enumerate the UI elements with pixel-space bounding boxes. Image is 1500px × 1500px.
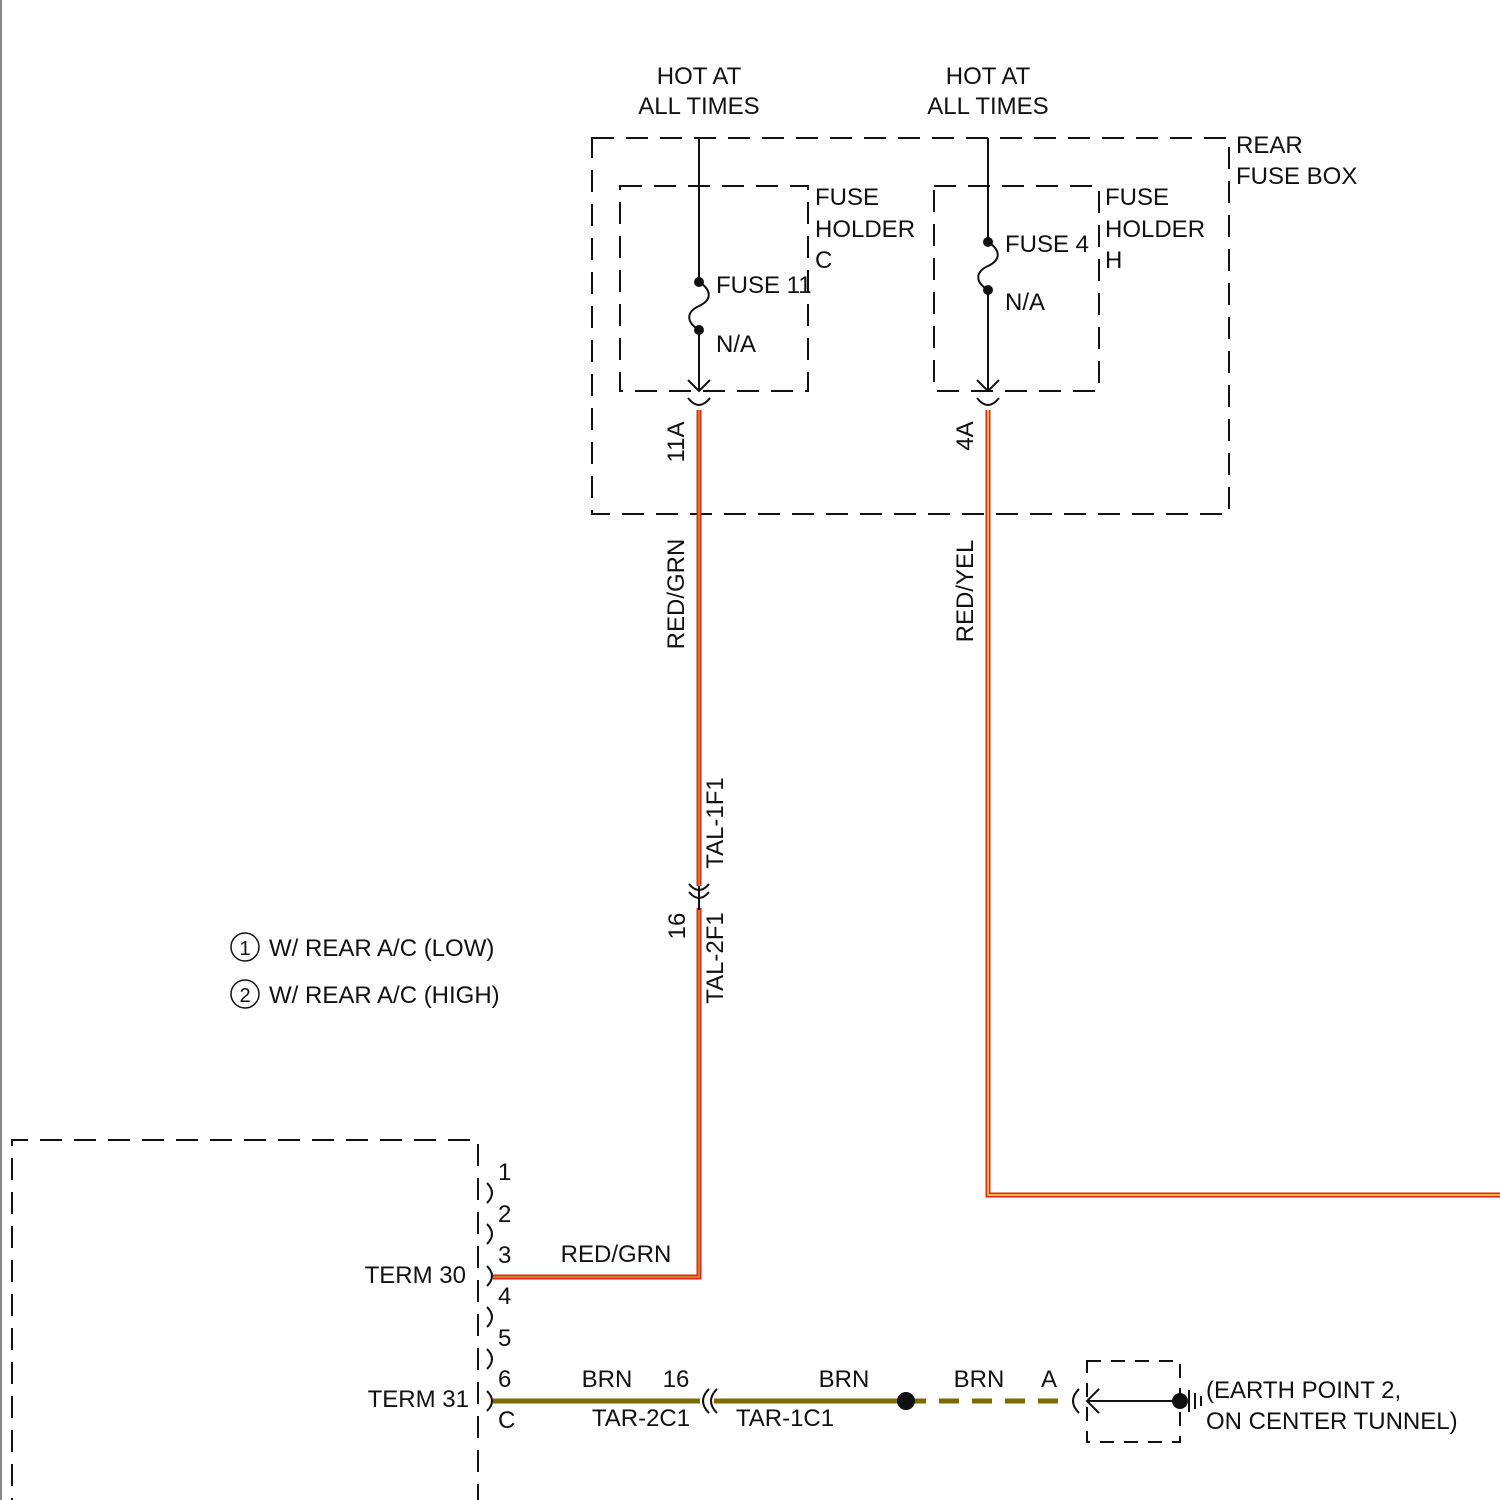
tar-1c1-label: TAR-1C1: [736, 1405, 834, 1432]
connector-11a-symbol: [688, 398, 710, 405]
module-pin-1: 1: [498, 1159, 511, 1186]
splice-dot: [897, 1392, 915, 1410]
fuse-holder-c-label-3: C: [815, 247, 832, 274]
tar-pin-label: 16: [663, 1366, 690, 1393]
fuse-4-circuit: [977, 138, 999, 405]
power-label-right-2: ALL TIMES: [927, 93, 1048, 120]
brn-label-1: BRN: [582, 1366, 633, 1393]
fuse-11-rating: N/A: [716, 331, 756, 358]
legend-1-text: W/ REAR A/C (LOW): [269, 935, 494, 962]
fuse-holder-h-label-3: H: [1105, 247, 1122, 274]
fuse-11-circuit: [688, 138, 710, 405]
module-pin-3: 3: [498, 1242, 511, 1269]
pin-11a-label: 11A: [663, 422, 690, 463]
term30-wire-color-label: RED/GRN: [561, 1241, 672, 1268]
wire-red-grn-label: RED/GRN: [663, 539, 690, 650]
module-pin-connectors: [487, 1183, 492, 1411]
fuse-holder-h-label-2: HOLDER: [1105, 216, 1205, 243]
power-label-left-1: HOT AT: [657, 63, 742, 90]
fuse-4-label: FUSE 4: [1005, 231, 1089, 258]
fuse-4-symbol: [978, 242, 998, 290]
module-pin-2: 2: [498, 1201, 511, 1228]
fuse-holder-h-label-1: FUSE: [1105, 184, 1169, 211]
term-30-label: TERM 30: [365, 1262, 466, 1289]
connector-4a-symbol: [977, 398, 999, 405]
fuse-11-symbol: [689, 282, 709, 330]
module-pin-5: 5: [498, 1325, 511, 1352]
term-31-label: TERM 31: [368, 1386, 469, 1413]
tar-2c1-label: TAR-2C1: [592, 1405, 690, 1432]
module-pin-4: 4: [498, 1283, 511, 1310]
wire-red-yel-label: RED/YEL: [952, 540, 979, 643]
inline-connector-tal: [689, 884, 709, 910]
rear-fuse-box-label-1: REAR: [1236, 132, 1303, 159]
ground-connector-pin-label: A: [1041, 1366, 1057, 1393]
fuse-holder-c-label-2: HOLDER: [815, 216, 915, 243]
legend-1-number: 1: [239, 938, 250, 960]
earth-point: [1073, 1361, 1201, 1442]
rear-fuse-box-label-2: FUSE BOX: [1236, 163, 1357, 190]
wire-red-yel: [988, 410, 1500, 1195]
earth-point-label-1: (EARTH POINT 2,: [1206, 1377, 1401, 1404]
tal-2f1-label: TAL-2F1: [702, 912, 729, 1004]
module-pin-c: C: [498, 1407, 515, 1434]
module-outline: [12, 1140, 478, 1500]
power-label-right-1: HOT AT: [946, 63, 1031, 90]
tal-pin-label: 16: [664, 913, 691, 940]
fuse-4-rating: N/A: [1005, 289, 1045, 316]
brn-label-3: BRN: [954, 1366, 1005, 1393]
legend-2-text: W/ REAR A/C (HIGH): [269, 982, 500, 1009]
legend: 1 W/ REAR A/C (LOW) 2 W/ REAR A/C (HIGH): [231, 933, 500, 1009]
power-label-left-2: ALL TIMES: [638, 93, 759, 120]
brn-label-2: BRN: [819, 1366, 870, 1393]
tal-1f1-label: TAL-1F1: [702, 777, 729, 869]
module-pin-6: 6: [498, 1366, 511, 1393]
fuse-11-label: FUSE 11: [716, 272, 812, 299]
legend-2-number: 2: [239, 985, 250, 1007]
earth-point-label-2: ON CENTER TUNNEL): [1206, 1408, 1458, 1435]
pin-4a-label: 4A: [952, 421, 979, 450]
fuse-holder-c-label-1: FUSE: [815, 184, 879, 211]
